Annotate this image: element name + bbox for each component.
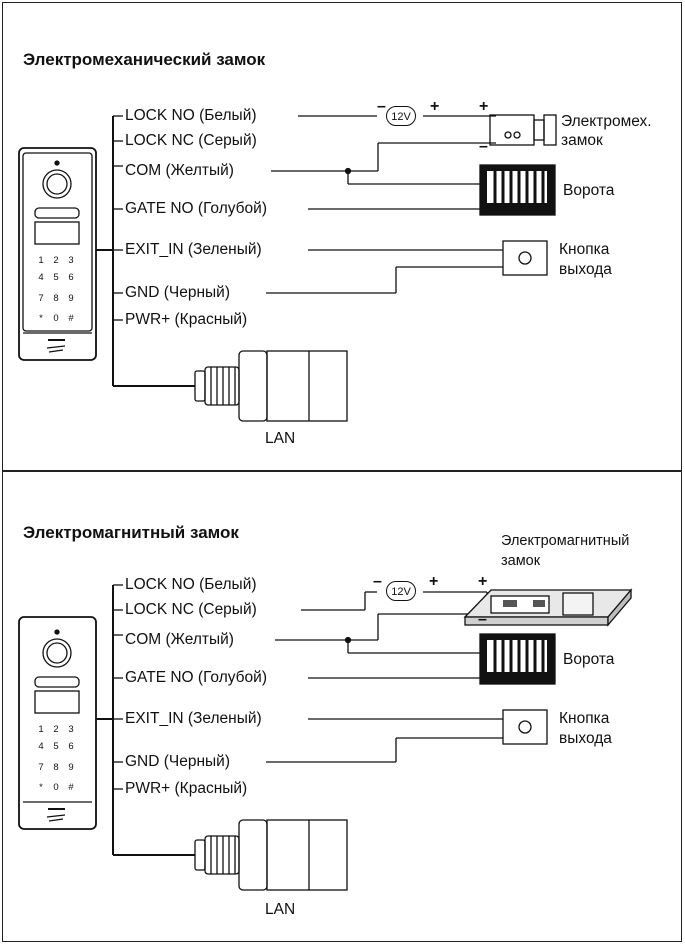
minus-sign: –	[478, 611, 487, 628]
wire-label-pwr: PWR+ (Красный)	[125, 780, 248, 797]
minus-sign: –	[373, 573, 382, 590]
plus-sign: +	[429, 573, 439, 590]
keypad-key: 1	[38, 255, 44, 266]
keypad-key: #	[68, 782, 74, 793]
keypad-key: *	[39, 313, 43, 324]
exit-button-label-line2: выхода	[559, 261, 612, 278]
wire-label-gnd: GND (Черный)	[125, 284, 231, 301]
keypad-key: *	[39, 782, 43, 793]
wire-label-lock-no: LOCK NO (Белый)	[125, 107, 257, 124]
exit-button-label: Кнопка	[559, 241, 610, 258]
keypad-key: 5	[53, 741, 59, 752]
keypad-key: 6	[68, 741, 74, 752]
keypad-key: 6	[68, 272, 74, 283]
wire-label-exit-in: EXIT_IN (Зеленый)	[125, 241, 262, 258]
lan-label: LAN	[265, 430, 296, 447]
electromechanical-lock-panel: Электромеханический замок 1 2 3 4 5 6 7 …	[2, 2, 682, 471]
lock-label: Электромагнитный	[501, 533, 630, 549]
keypad-key: 4	[38, 272, 44, 283]
minus-sign: –	[377, 98, 386, 115]
keypad-key: #	[68, 313, 74, 324]
keypad-key: 2	[53, 724, 59, 735]
plus-sign: +	[478, 573, 488, 590]
diagram-title: Электромеханический замок	[23, 50, 266, 69]
lock-label: Электромех.	[561, 113, 652, 130]
wiring-diagram-2	[18, 584, 633, 891]
lock-label-line2: замок	[501, 553, 541, 569]
diagram-title: Электромагнитный замок	[23, 523, 239, 542]
wire-label-gate-no: GATE NO (Голубой)	[125, 200, 267, 217]
wire-label-gate-no: GATE NO (Голубой)	[125, 669, 267, 686]
wire-label-com: COM (Желтый)	[125, 631, 234, 648]
exit-button-label-line2: выхода	[559, 730, 612, 747]
keypad-key: 4	[38, 741, 44, 752]
keypad-key: 0	[53, 313, 59, 324]
lan-label: LAN	[265, 901, 296, 918]
wire-label-pwr: PWR+ (Красный)	[125, 311, 248, 328]
exit-button-label: Кнопка	[559, 710, 610, 727]
minus-sign: –	[479, 138, 488, 155]
keypad-key: 9	[68, 293, 74, 304]
wire-label-lock-nc: LOCK NC (Серый)	[125, 132, 257, 149]
wire-label-lock-no: LOCK NO (Белый)	[125, 576, 257, 593]
wire-label-gnd: GND (Черный)	[125, 753, 231, 770]
keypad-key: 2	[53, 255, 59, 266]
keypad-key: 0	[53, 782, 59, 793]
power-supply-12v: 12V	[386, 106, 416, 126]
lock-label-line2: замок	[561, 132, 603, 149]
keypad-key: 9	[68, 762, 74, 773]
power-supply-12v: 12V	[386, 581, 416, 601]
wiring-diagram-1	[18, 114, 557, 422]
wire-label-exit-in: EXIT_IN (Зеленый)	[125, 710, 262, 727]
keypad-key: 7	[38, 293, 44, 304]
wire-label-com: COM (Желтый)	[125, 162, 234, 179]
gate-label: Ворота	[563, 182, 615, 199]
keypad-key: 8	[53, 762, 59, 773]
wire-label-lock-nc: LOCK NC (Серый)	[125, 601, 257, 618]
keypad-key: 3	[68, 255, 74, 266]
keypad-key: 7	[38, 762, 44, 773]
electromagnetic-lock-panel: Электромагнитный замок 1 2 3 4 5 6 7 8 9…	[2, 471, 682, 942]
gate-label: Ворота	[563, 651, 615, 668]
keypad-key: 1	[38, 724, 44, 735]
keypad-key: 8	[53, 293, 59, 304]
keypad-key: 3	[68, 724, 74, 735]
plus-sign: +	[430, 98, 440, 115]
keypad-key: 5	[53, 272, 59, 283]
plus-sign: +	[479, 98, 489, 115]
